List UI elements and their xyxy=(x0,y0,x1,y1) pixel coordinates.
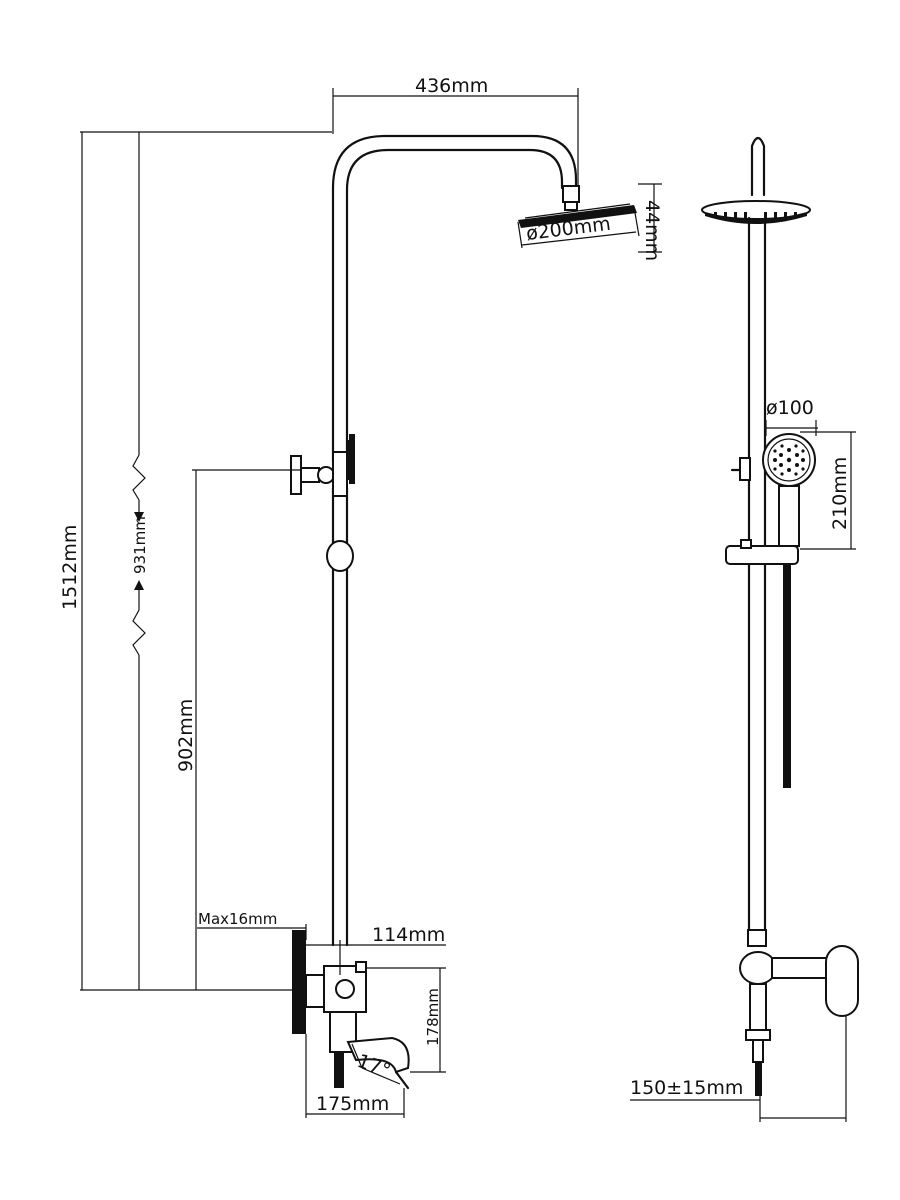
side-bath-mixer xyxy=(739,929,859,1096)
riser-pipe-inner xyxy=(345,148,564,464)
dim-adjust-range: 931mm xyxy=(131,516,149,574)
wall-plate-hatch xyxy=(292,930,306,1034)
side-view: ø100 210mm 150±15mm xyxy=(630,136,859,1122)
front-view: 436mm ø200mm 44mm 1512mm 931mm 902mm Max… xyxy=(59,75,663,1118)
side-slider xyxy=(725,545,799,565)
dim-spout-length: 175mm xyxy=(316,1093,389,1115)
dim-spout-height: 178mm xyxy=(424,988,442,1046)
dim-centers: 150±15mm xyxy=(630,1077,743,1099)
arm-connector xyxy=(562,185,580,203)
dim-hand-height: 210mm xyxy=(829,457,851,530)
dim-head-thickness: 44mm xyxy=(641,200,663,261)
dim-hand-diameter: ø100 xyxy=(766,397,814,419)
dim-mixer-height: 902mm xyxy=(175,699,197,772)
riser-pipe xyxy=(331,134,578,464)
side-head-nozzles xyxy=(714,212,797,219)
bath-mixer xyxy=(305,961,410,1090)
dim-wall-max: Max16mm xyxy=(198,910,277,928)
wall-bracket-upper xyxy=(290,440,353,497)
hand-shower-front xyxy=(349,434,355,484)
overhead-shower-head xyxy=(518,203,637,228)
dim-total-height: 1512mm xyxy=(59,525,81,610)
dim-mixer-offset: 114mm xyxy=(372,924,445,946)
side-hose xyxy=(783,564,791,788)
side-riser-top xyxy=(750,136,766,197)
dim-width-top: 436mm xyxy=(415,75,488,97)
arm-connector-lower xyxy=(564,201,578,211)
side-hand-shower xyxy=(762,433,816,547)
slider-knob xyxy=(326,540,354,572)
